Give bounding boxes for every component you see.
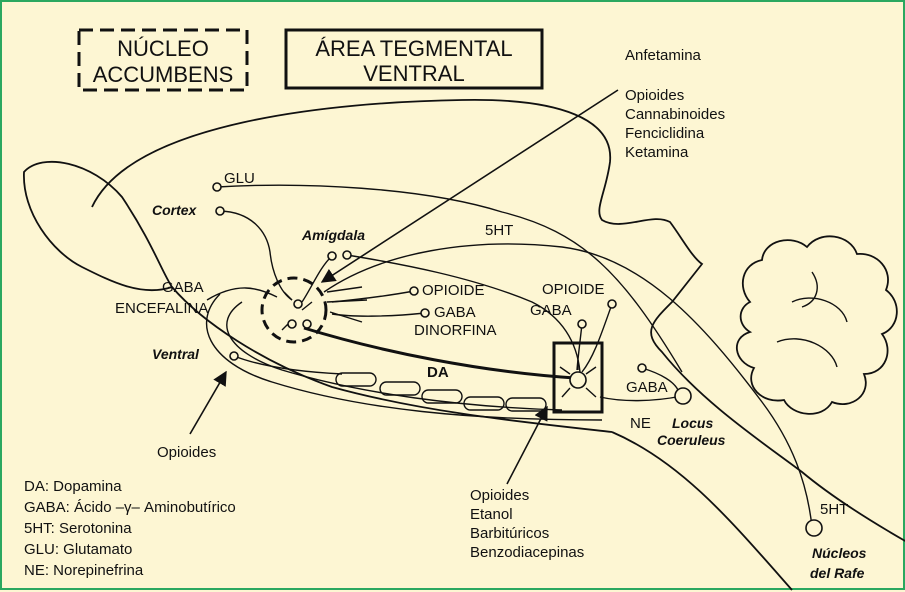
anfetamina-label: Anfetamina: [625, 47, 702, 64]
glu-label: GLU: [224, 170, 255, 187]
legend-item-5ht: 5HT: Serotonina: [24, 520, 132, 537]
gaba-vta-node: [578, 320, 586, 328]
opioide-vta-pathway: [582, 304, 612, 372]
cortex-label: Cortex: [152, 202, 198, 218]
na-neuron-2: [288, 320, 296, 328]
amygdala-node-1: [328, 252, 336, 260]
gaba-lc-label: GABA: [626, 379, 668, 396]
vta-drug-3: Barbitúricos: [470, 525, 549, 542]
vta-neuron: [570, 372, 586, 388]
opioide-mid-pathway: [332, 291, 414, 302]
vta-title-line1: ÁREA TEGMENTAL: [315, 36, 512, 61]
encefalina-label: ENCEFALINA: [115, 300, 208, 317]
locus-coeruleus-label-2: Coeruleus: [657, 432, 726, 448]
raphe-node: [806, 520, 822, 536]
gaba-mid-node: [421, 309, 429, 317]
ventral-node: [230, 352, 238, 360]
na-neuron-1: [294, 300, 302, 308]
legend: DA: Dopamina GABA: Ácido –γ– Aminobutíri…: [24, 478, 236, 579]
nucleus-accumbens-title-line1: NÚCLEO: [117, 36, 209, 61]
dinorfina-label: DINORFINA: [414, 322, 497, 339]
amygdala-label: Amígdala: [301, 227, 365, 243]
ne-label: NE: [630, 415, 651, 432]
raphe-label-1: Núcleos: [812, 545, 867, 561]
opioide-vta-label: OPIOIDE: [542, 281, 605, 298]
5ht-raphe-label: 5HT: [820, 501, 848, 518]
na-drug-2: Cannabinoides: [625, 106, 725, 123]
na-neuron-3: [303, 320, 311, 328]
ne-pathway: [600, 396, 682, 401]
opioide-mid-label: OPIOIDE: [422, 282, 485, 299]
gaba-left-label: GABA: [162, 279, 204, 296]
cortex-node: [216, 207, 224, 215]
vta-title-line2: VENTRAL: [363, 61, 464, 86]
opioide-mid-node: [410, 287, 418, 295]
cerebellum: [737, 236, 897, 414]
locus-coeruleus-node: [675, 388, 691, 404]
glu-node: [213, 183, 221, 191]
legend-item-glu: GLU: Glutamato: [24, 541, 132, 558]
na-drugs-arrow: [322, 90, 618, 282]
glu-pathway: [217, 185, 682, 372]
gaba-mid-label: GABA: [434, 304, 476, 321]
legend-item-da: DA: Dopamina: [24, 478, 122, 495]
na-drug-1: Opioides: [625, 87, 684, 104]
locus-coeruleus-label-1: Locus: [672, 415, 713, 431]
brain-outline: [92, 100, 905, 542]
gaba-lc-node: [638, 364, 646, 372]
cerebellum-folds: [777, 272, 847, 367]
opioide-vta-node: [608, 300, 616, 308]
5ht-top-label: 5HT: [485, 222, 513, 239]
cortex-pathway: [220, 211, 292, 300]
amygdala-node-2: [343, 251, 351, 259]
frontal-lobe: [24, 162, 172, 290]
nucleus-accumbens-title-line2: ACCUMBENS: [93, 62, 234, 87]
gaba-vta-label: GABA: [530, 302, 572, 319]
vta-drug-1: Opioides: [470, 487, 529, 504]
ventral-drug-1: Opioides: [157, 444, 216, 461]
vta-drug-4: Benzodiacepinas: [470, 544, 584, 561]
vta-drug-2: Etanol: [470, 506, 513, 523]
da-label: DA: [427, 364, 449, 381]
brainstem-lower: [612, 432, 792, 590]
raphe-label-2: del Rafe: [810, 565, 865, 581]
na-drug-3: Fenciclidina: [625, 125, 705, 142]
ventral-label: Ventral: [152, 346, 200, 362]
ventral-tract-upper: [227, 302, 562, 410]
na-drug-4: Ketamina: [625, 144, 689, 161]
ventral-drugs-arrow: [190, 372, 226, 434]
legend-item-gaba: GABA: Ácido –γ– Aminobutírico: [24, 499, 236, 516]
legend-item-ne: NE: Norepinefrina: [24, 562, 144, 579]
gaba-mid-pathway: [332, 313, 425, 316]
